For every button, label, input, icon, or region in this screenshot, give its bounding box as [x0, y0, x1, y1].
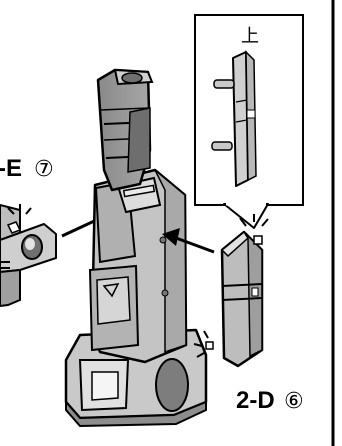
robot-body: [66, 70, 206, 426]
part-e-label: -E: [0, 155, 22, 182]
part-d-label: 2-D: [236, 387, 275, 414]
detail-callout: 上: [195, 15, 303, 228]
part-d-step: ⑥: [284, 389, 304, 414]
part-e-step: ⑦: [34, 157, 54, 182]
part-d: [206, 232, 262, 366]
part-e: [0, 205, 56, 306]
orientation-mark: 上: [241, 26, 259, 47]
